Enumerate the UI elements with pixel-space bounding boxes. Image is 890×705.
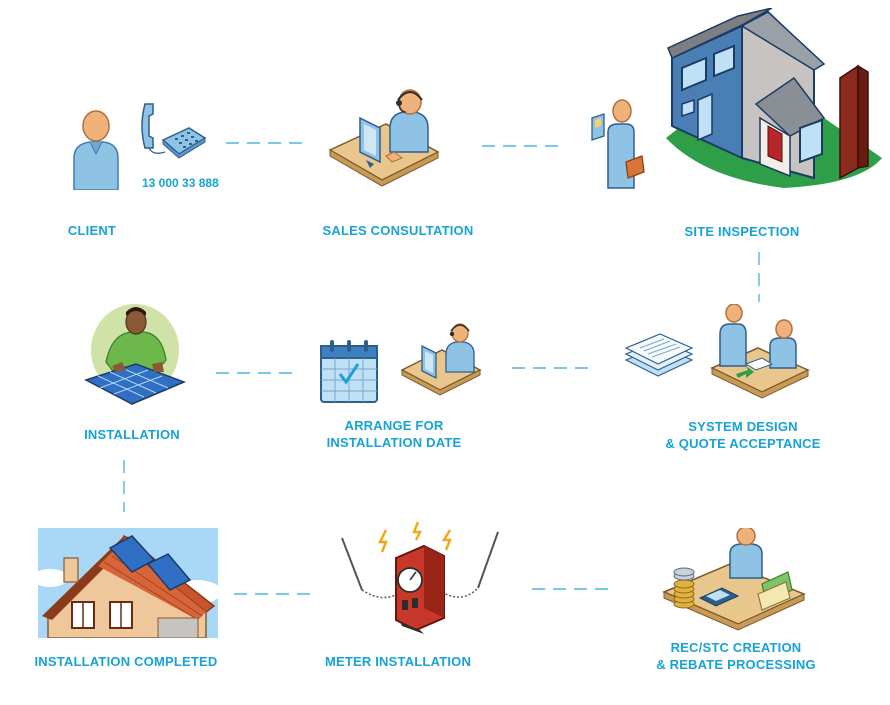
step-label-rec-stc-line1: REC/STC CREATION [670, 640, 802, 655]
client-phone-number[interactable]: 13 000 33 888 [142, 176, 219, 190]
house-icon [664, 8, 884, 194]
step-label-rec-stc: REC/STC CREATION & REBATE PROCESSING [648, 639, 824, 673]
step-label-installation-completed: INSTALLATION COMPLETED [34, 654, 218, 669]
connector-arrange-installation [216, 372, 296, 374]
connector-meter-rec [532, 588, 612, 590]
connector-client-sales [226, 142, 306, 144]
installer-icon [82, 302, 188, 406]
step-label-system-design-line2: & QUOTE ACCEPTANCE [665, 436, 821, 451]
person-icon [68, 106, 124, 190]
step-label-arrange-installation: ARRANGE FOR INSTALLATION DATE [318, 417, 470, 451]
step-label-system-design-line1: SYSTEM DESIGN [688, 419, 798, 434]
step-label-client: CLIENT [67, 223, 117, 238]
connector-site-design [758, 252, 760, 302]
step-label-meter-installation: METER INSTALLATION [324, 654, 472, 669]
solar-house-icon [38, 528, 218, 638]
meter-icon [338, 518, 502, 634]
headset-operator-icon [400, 322, 482, 402]
step-label-installation: INSTALLATION [84, 427, 180, 442]
calendar-icon [318, 338, 380, 404]
connector-design-arrange [512, 367, 592, 369]
headset-operator-icon [328, 88, 440, 196]
connector-sales-site [482, 145, 562, 147]
connector-installation-completed [123, 460, 125, 512]
step-label-arrange-line1: ARRANGE FOR [344, 418, 444, 433]
step-label-site-inspection: SITE INSPECTION [684, 224, 800, 239]
step-label-system-design: SYSTEM DESIGN & QUOTE ACCEPTANCE [654, 418, 832, 452]
step-label-arrange-line2: INSTALLATION DATE [326, 435, 462, 450]
documents-icon [624, 330, 694, 380]
connector-completed-meter [234, 593, 314, 595]
telephone-icon [135, 102, 207, 160]
meeting-icon [708, 304, 810, 400]
rebate-icon [660, 528, 810, 632]
step-label-rec-stc-line2: & REBATE PROCESSING [656, 657, 816, 672]
step-label-sales-consultation: SALES CONSULTATION [322, 223, 474, 238]
inspector-icon [586, 98, 646, 190]
